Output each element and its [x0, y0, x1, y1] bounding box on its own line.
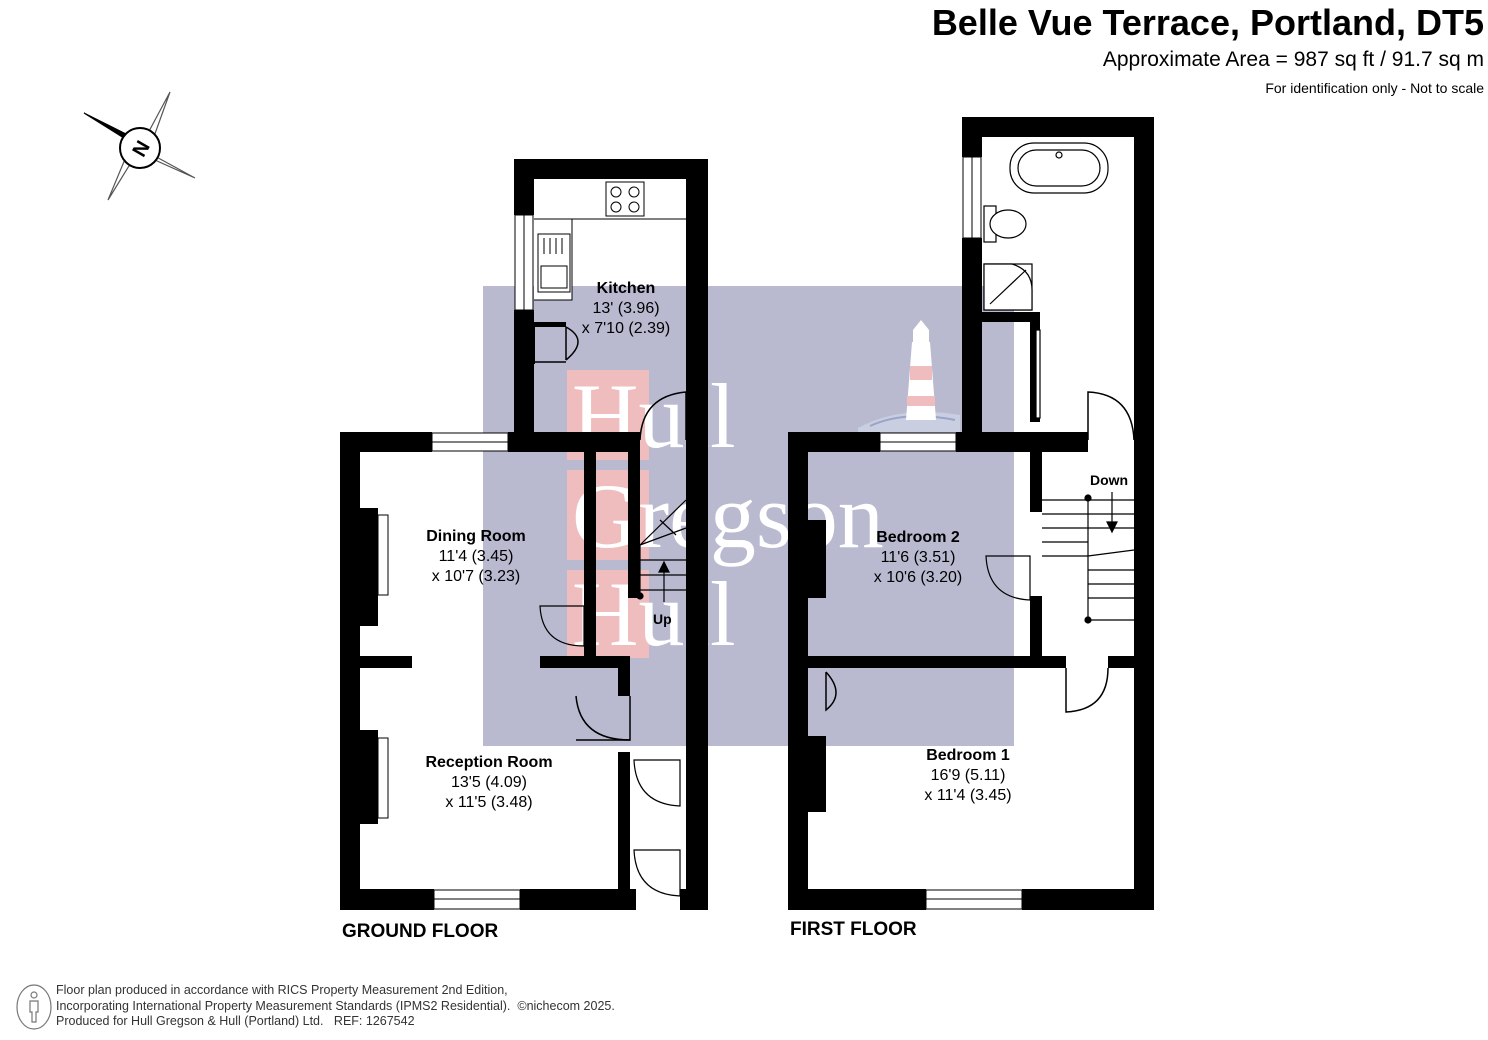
room-label-reception-room: Reception Room 13'5 (4.09) x 11'5 (3.48): [425, 753, 552, 813]
footer-line-3-text: Produced for Hull Gregson & Hull (Portla…: [56, 1014, 324, 1028]
footer-line-1: Floor plan produced in accordance with R…: [56, 983, 508, 997]
room-name: Reception Room: [425, 754, 553, 771]
page-title: Belle Vue Terrace, Portland, DT5: [931, 2, 1484, 43]
hob-icon: [605, 181, 645, 217]
room-dimension-length: 11'6 (3.51): [880, 549, 956, 566]
room-label-bedroom-1: Bedroom 1 16'9 (5.11) x 11'4 (3.45): [924, 746, 1011, 806]
first-floor-label: FIRST FLOOR: [790, 919, 917, 940]
room-dimension-width: x 10'7 (3.23): [431, 568, 521, 585]
watermark-line-2: Gregson: [572, 470, 884, 562]
footer-line-2-text: Incorporating International Property Mea…: [56, 998, 511, 1013]
stairs-down: [1042, 492, 1135, 624]
room-label-kitchen: Kitchen 13' (3.96) x 7'10 (2.39): [582, 279, 670, 339]
footer-ref: REF: 1267542: [333, 1014, 415, 1028]
room-dimension-width: x 11'4 (3.45): [924, 787, 1012, 804]
room-name: Dining Room: [426, 528, 526, 545]
footer-text: Floor plan produced in accordance with R…: [56, 983, 615, 1030]
watermark-first-letter: H: [572, 563, 639, 665]
footer-line-3: Produced for Hull Gregson & Hull (Portla…: [56, 1014, 615, 1030]
room-name: Bedroom 2: [876, 529, 960, 546]
room-dimension-length: 13'5 (4.09): [451, 774, 527, 791]
room-dimension-length: 13' (3.96): [592, 300, 660, 317]
room-name: Bedroom 1: [926, 747, 1010, 764]
footer-line-2: Incorporating International Property Mea…: [56, 999, 615, 1015]
watermark-first-letter: G: [572, 465, 639, 567]
lighthouse-icon: [858, 320, 960, 432]
person-scale-icon: [16, 984, 52, 1030]
room-dimension-width: x 10'6 (3.20): [873, 569, 963, 586]
ground-floor-label: GROUND FLOOR: [342, 921, 499, 942]
disclaimer-note: For identification only - Not to scale: [1265, 80, 1484, 96]
room-label-bedroom-2: Bedroom 2 11'6 (3.51) x 10'6 (3.20): [874, 528, 962, 588]
footer-copyright: ©nichecom 2025.: [517, 998, 615, 1013]
room-dimension-length: 11'4 (3.45): [438, 548, 514, 565]
stairs-up: [636, 499, 687, 602]
compass-icon: N: [83, 91, 196, 201]
watermark-rest: regson: [638, 465, 884, 567]
stairs-down-label: Down: [1090, 472, 1129, 488]
room-dimension-width: x 7'10 (2.39): [581, 320, 671, 337]
stairs-up-label: Up: [653, 611, 672, 627]
room-label-dining-room: Dining Room 11'4 (3.45) x 10'7 (3.23): [426, 527, 526, 587]
room-dimension-length: 16'9 (5.11): [930, 767, 1006, 784]
room-name: Kitchen: [596, 280, 656, 297]
approximate-area: Approximate Area = 987 sq ft / 91.7 sq m: [1102, 48, 1484, 71]
room-dimension-width: x 11'5 (3.48): [445, 794, 533, 811]
